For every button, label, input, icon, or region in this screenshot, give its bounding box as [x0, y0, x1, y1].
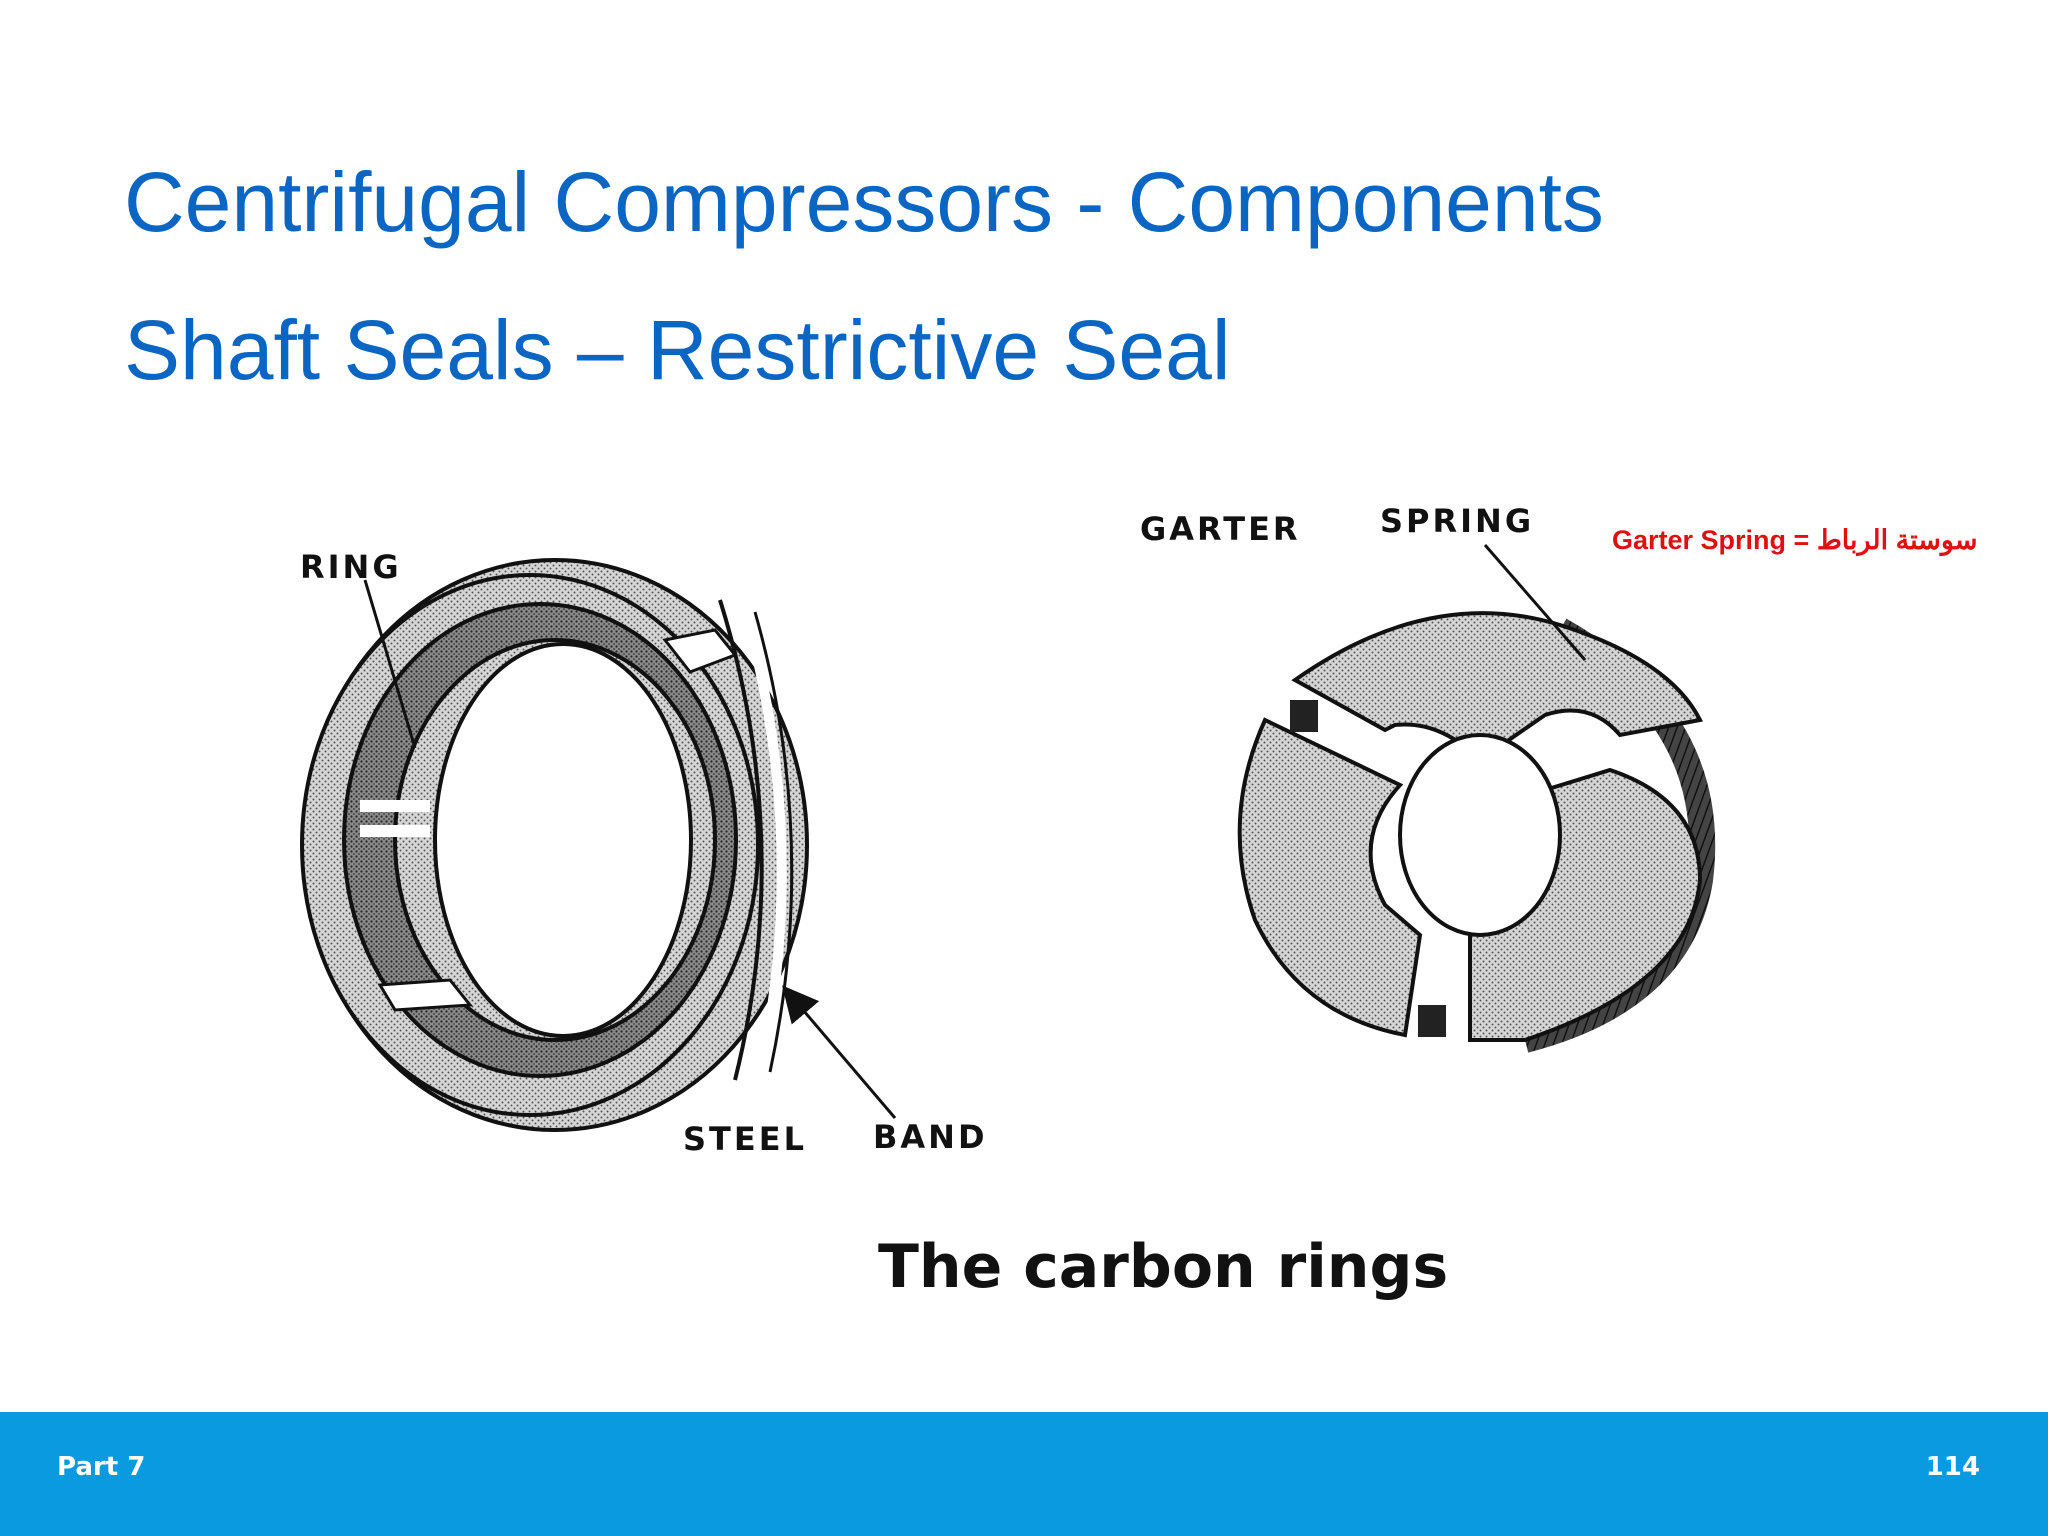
garter-spring-translation: Garter Spring = سوستة الرباط	[1612, 525, 1978, 555]
garter-spring-ring-figure	[1237, 544, 1716, 1053]
steel-label: STEEL	[683, 1120, 807, 1158]
spring-label: SPRING	[1380, 502, 1535, 540]
page-number: 114	[1925, 1452, 1980, 1482]
footer-bar: Part 7 114	[0, 1412, 2048, 1536]
band-label: BAND	[873, 1118, 988, 1156]
garter-label: GARTER	[1140, 510, 1301, 548]
slide-title: Centrifugal Compressors - Components	[124, 155, 1604, 249]
ring-label: RING	[300, 548, 402, 586]
footer-section-label: Part 7	[57, 1452, 146, 1482]
steel-band-ring-figure	[300, 558, 897, 1132]
figure-caption: The carbon rings	[878, 1232, 1449, 1302]
slide-subtitle: Shaft Seals – Restrictive Seal	[124, 303, 1231, 397]
